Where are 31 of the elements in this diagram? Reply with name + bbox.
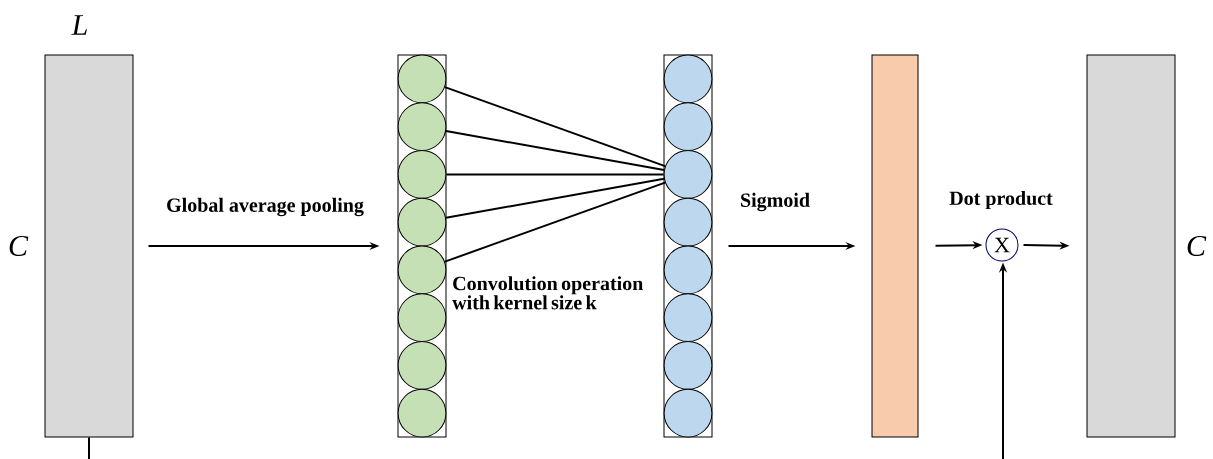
circle-unit (397, 293, 447, 342)
circle-unit (663, 54, 713, 104)
input-feature-bar (44, 54, 134, 438)
circle-unit (663, 245, 713, 295)
axis-label: L (71, 15, 87, 35)
connection-line (445, 177, 665, 219)
axis-label: C (1187, 235, 1207, 257)
circle-unit (663, 341, 713, 390)
operation-label: Dot product (949, 190, 1053, 210)
weight-bar (871, 54, 919, 438)
axis-label: C (9, 235, 29, 257)
circle-unit (397, 54, 447, 104)
connection-line (443, 181, 667, 263)
circle-unit (397, 150, 447, 199)
output-feature-bar (1086, 54, 1176, 438)
edge-label: Global average pooling (165, 196, 365, 218)
operation-label: Convolution operation with kernel size k (452, 276, 644, 310)
circle-unit (397, 388, 447, 438)
circle-unit (663, 150, 713, 199)
circle-unit (397, 197, 447, 247)
circle-unit (397, 245, 447, 295)
edge-label: Sigmoid (739, 191, 811, 213)
connection-line (445, 129, 665, 172)
connection-line (443, 86, 667, 168)
circle-unit (397, 341, 447, 390)
circle-unit (663, 293, 713, 342)
circle-unit (663, 102, 713, 151)
connection-line (445, 173, 665, 176)
circle-unit (397, 102, 447, 151)
circle-unit (663, 197, 713, 247)
circle-unit (663, 388, 713, 438)
